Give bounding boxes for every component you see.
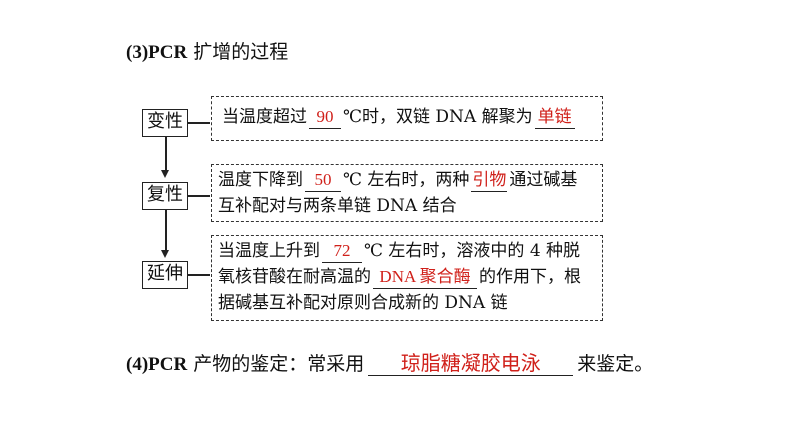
box1-text-a: 当温度超过 <box>222 107 307 127</box>
arrow-line-1 <box>165 137 167 172</box>
footer-text-a: 产物的鉴定：常采用 <box>187 353 365 375</box>
connector-2 <box>188 195 210 197</box>
box2-text-a: 温度下降到 <box>218 170 303 190</box>
box3-line-3: 据碱基互补配对原则合成新的 DNA 链 <box>218 293 508 313</box>
arrow-line-2 <box>165 210 167 251</box>
box3-temp-blank: 72 <box>322 240 362 263</box>
box3-text-a: 当温度上升到 <box>218 241 320 261</box>
connector-1 <box>188 122 210 124</box>
stage-annealing: 复性 <box>142 182 188 210</box>
box3-text-d: 的作用下，根 <box>479 267 581 287</box>
box2-answer-blank: 引物 <box>471 169 508 192</box>
stage-denaturation: 变性 <box>142 109 188 137</box>
arrow-head-2 <box>161 250 169 258</box>
heading-number: (3)PCR <box>126 42 188 63</box>
stage-extension: 延伸 <box>142 261 188 289</box>
footer-answer-blank: 琼脂糖凝胶电泳 <box>368 351 574 376</box>
box1-answer-blank: 单链 <box>534 106 575 129</box>
connector-3 <box>188 274 210 276</box>
box1-text-b: ℃时，双链 DNA 解聚为 <box>343 107 533 127</box>
section-heading: (3)PCR 扩增的过程 <box>126 37 288 64</box>
box2-text-b: ℃ 左右时，两种 <box>343 170 470 190</box>
box2-temp-blank: 50 <box>305 169 341 192</box>
box3-text-b: ℃ 左右时，溶液中的 4 种脱 <box>364 241 581 261</box>
box1-temp-blank: 90 <box>309 106 341 129</box>
box3-answer-blank: DNA 聚合酶 <box>373 266 477 289</box>
box2-line-2: 互补配对与两条单链 DNA 结合 <box>218 196 457 216</box>
heading-text: 扩增的过程 <box>187 41 289 63</box>
footer-sentence: (4)PCR 产物的鉴定：常采用琼脂糖凝胶电泳来鉴定。 <box>126 349 653 376</box>
footer-number: (4)PCR <box>126 354 188 375</box>
box3-text-c: 氧核苷酸在耐高温的 <box>218 267 371 287</box>
arrow-head-1 <box>161 170 169 178</box>
footer-text-b: 来鉴定。 <box>577 353 654 375</box>
box2-text-c: 通过碱基 <box>509 170 578 190</box>
